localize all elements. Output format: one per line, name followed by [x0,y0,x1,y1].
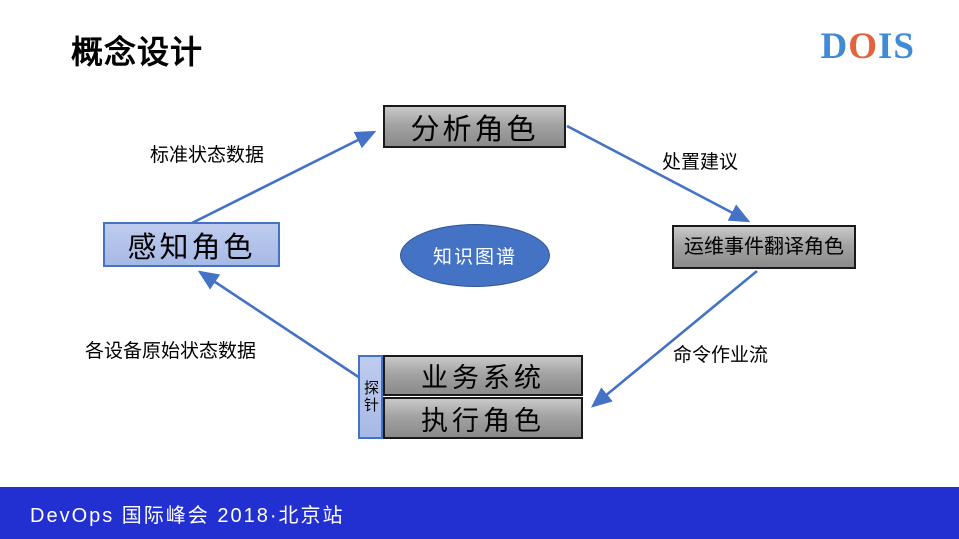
node-analysis-label: 分析角色 [410,113,539,146]
footer-bar: DevOps 国际峰会 2018·北京站 [0,487,959,539]
logo-letter-o: O [848,26,879,67]
node-translation-role: 运维事件翻译角色 [672,225,856,269]
node-knowledge-label: 知识图谱 [432,247,517,268]
page-title: 概念设计 [71,34,204,70]
edge-label-standard-data: 标准状态数据 [150,145,265,166]
node-execution-label: 执行角色 [421,405,545,436]
node-probe-label: 探针 [362,380,378,414]
node-perception-role: 感知角色 [103,222,280,267]
node-translation-label: 运维事件翻译角色 [684,235,844,258]
footer-text: DevOps 国际峰会 2018·北京站 [30,504,345,527]
node-business-label: 业务系统 [421,363,545,393]
node-business-system: 业务系统 [383,355,583,396]
node-perception-label: 感知角色 [127,231,256,264]
node-probe-strip: 探针 [358,355,383,439]
edge-label-command-flow: 命令作业流 [673,345,769,366]
dois-logo: DOIS [821,25,916,68]
node-execution-role: 执行角色 [383,397,583,439]
node-analysis-role: 分析角色 [383,105,566,148]
edge-label-raw-device-data: 各设备原始状态数据 [85,341,257,362]
node-knowledge-graph: 知识图谱 [400,224,550,287]
edge-label-disposal-advice: 处置建议 [662,152,739,173]
logo-letters-is: IS [878,26,915,67]
arrow-translation-to-execution [590,269,758,408]
logo-letter-d: D [820,26,849,67]
